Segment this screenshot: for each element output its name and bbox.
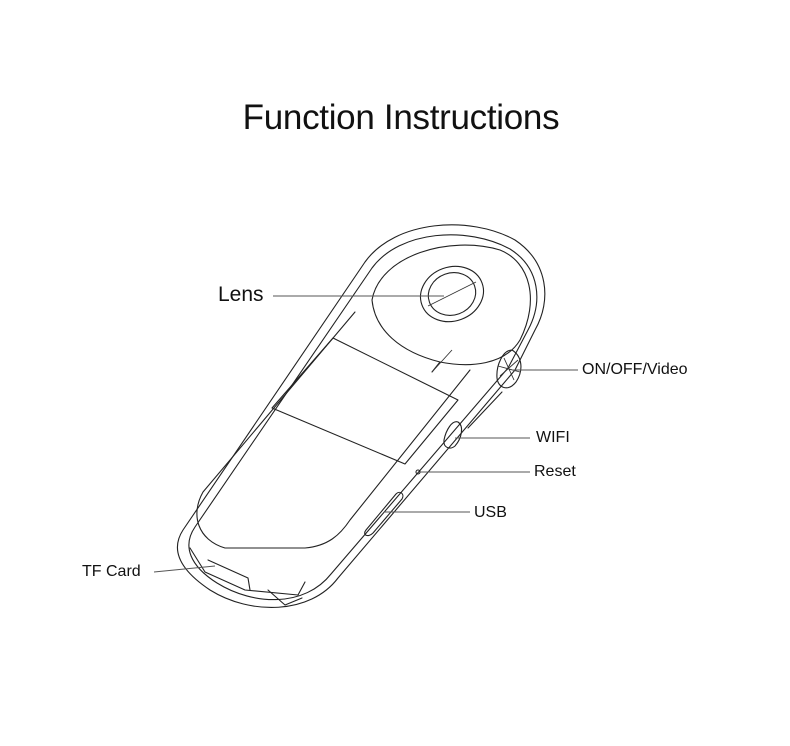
device-body <box>176 224 546 609</box>
power-label: ON/OFF/Video <box>582 361 688 378</box>
lens-label: Lens <box>218 283 264 306</box>
lens-outer-ring <box>419 265 485 323</box>
tf-card-leader <box>153 565 216 573</box>
tf-card-slot <box>189 547 306 606</box>
wifi-button-icon <box>443 421 463 449</box>
usb-label: USB <box>474 504 507 521</box>
screen <box>271 337 459 465</box>
power-button-icon <box>496 349 522 389</box>
wifi-label: WIFI <box>536 429 570 446</box>
front-panel <box>196 311 471 549</box>
side-details <box>364 349 522 537</box>
lens-housing <box>371 244 531 373</box>
usb-port-icon <box>364 491 404 537</box>
lens-inner-ring <box>427 272 477 316</box>
reset-label: Reset <box>534 463 576 480</box>
tf-card-label: TF Card <box>82 563 141 580</box>
page-title: Function Instructions <box>242 98 560 137</box>
callout-leaders <box>153 295 578 573</box>
